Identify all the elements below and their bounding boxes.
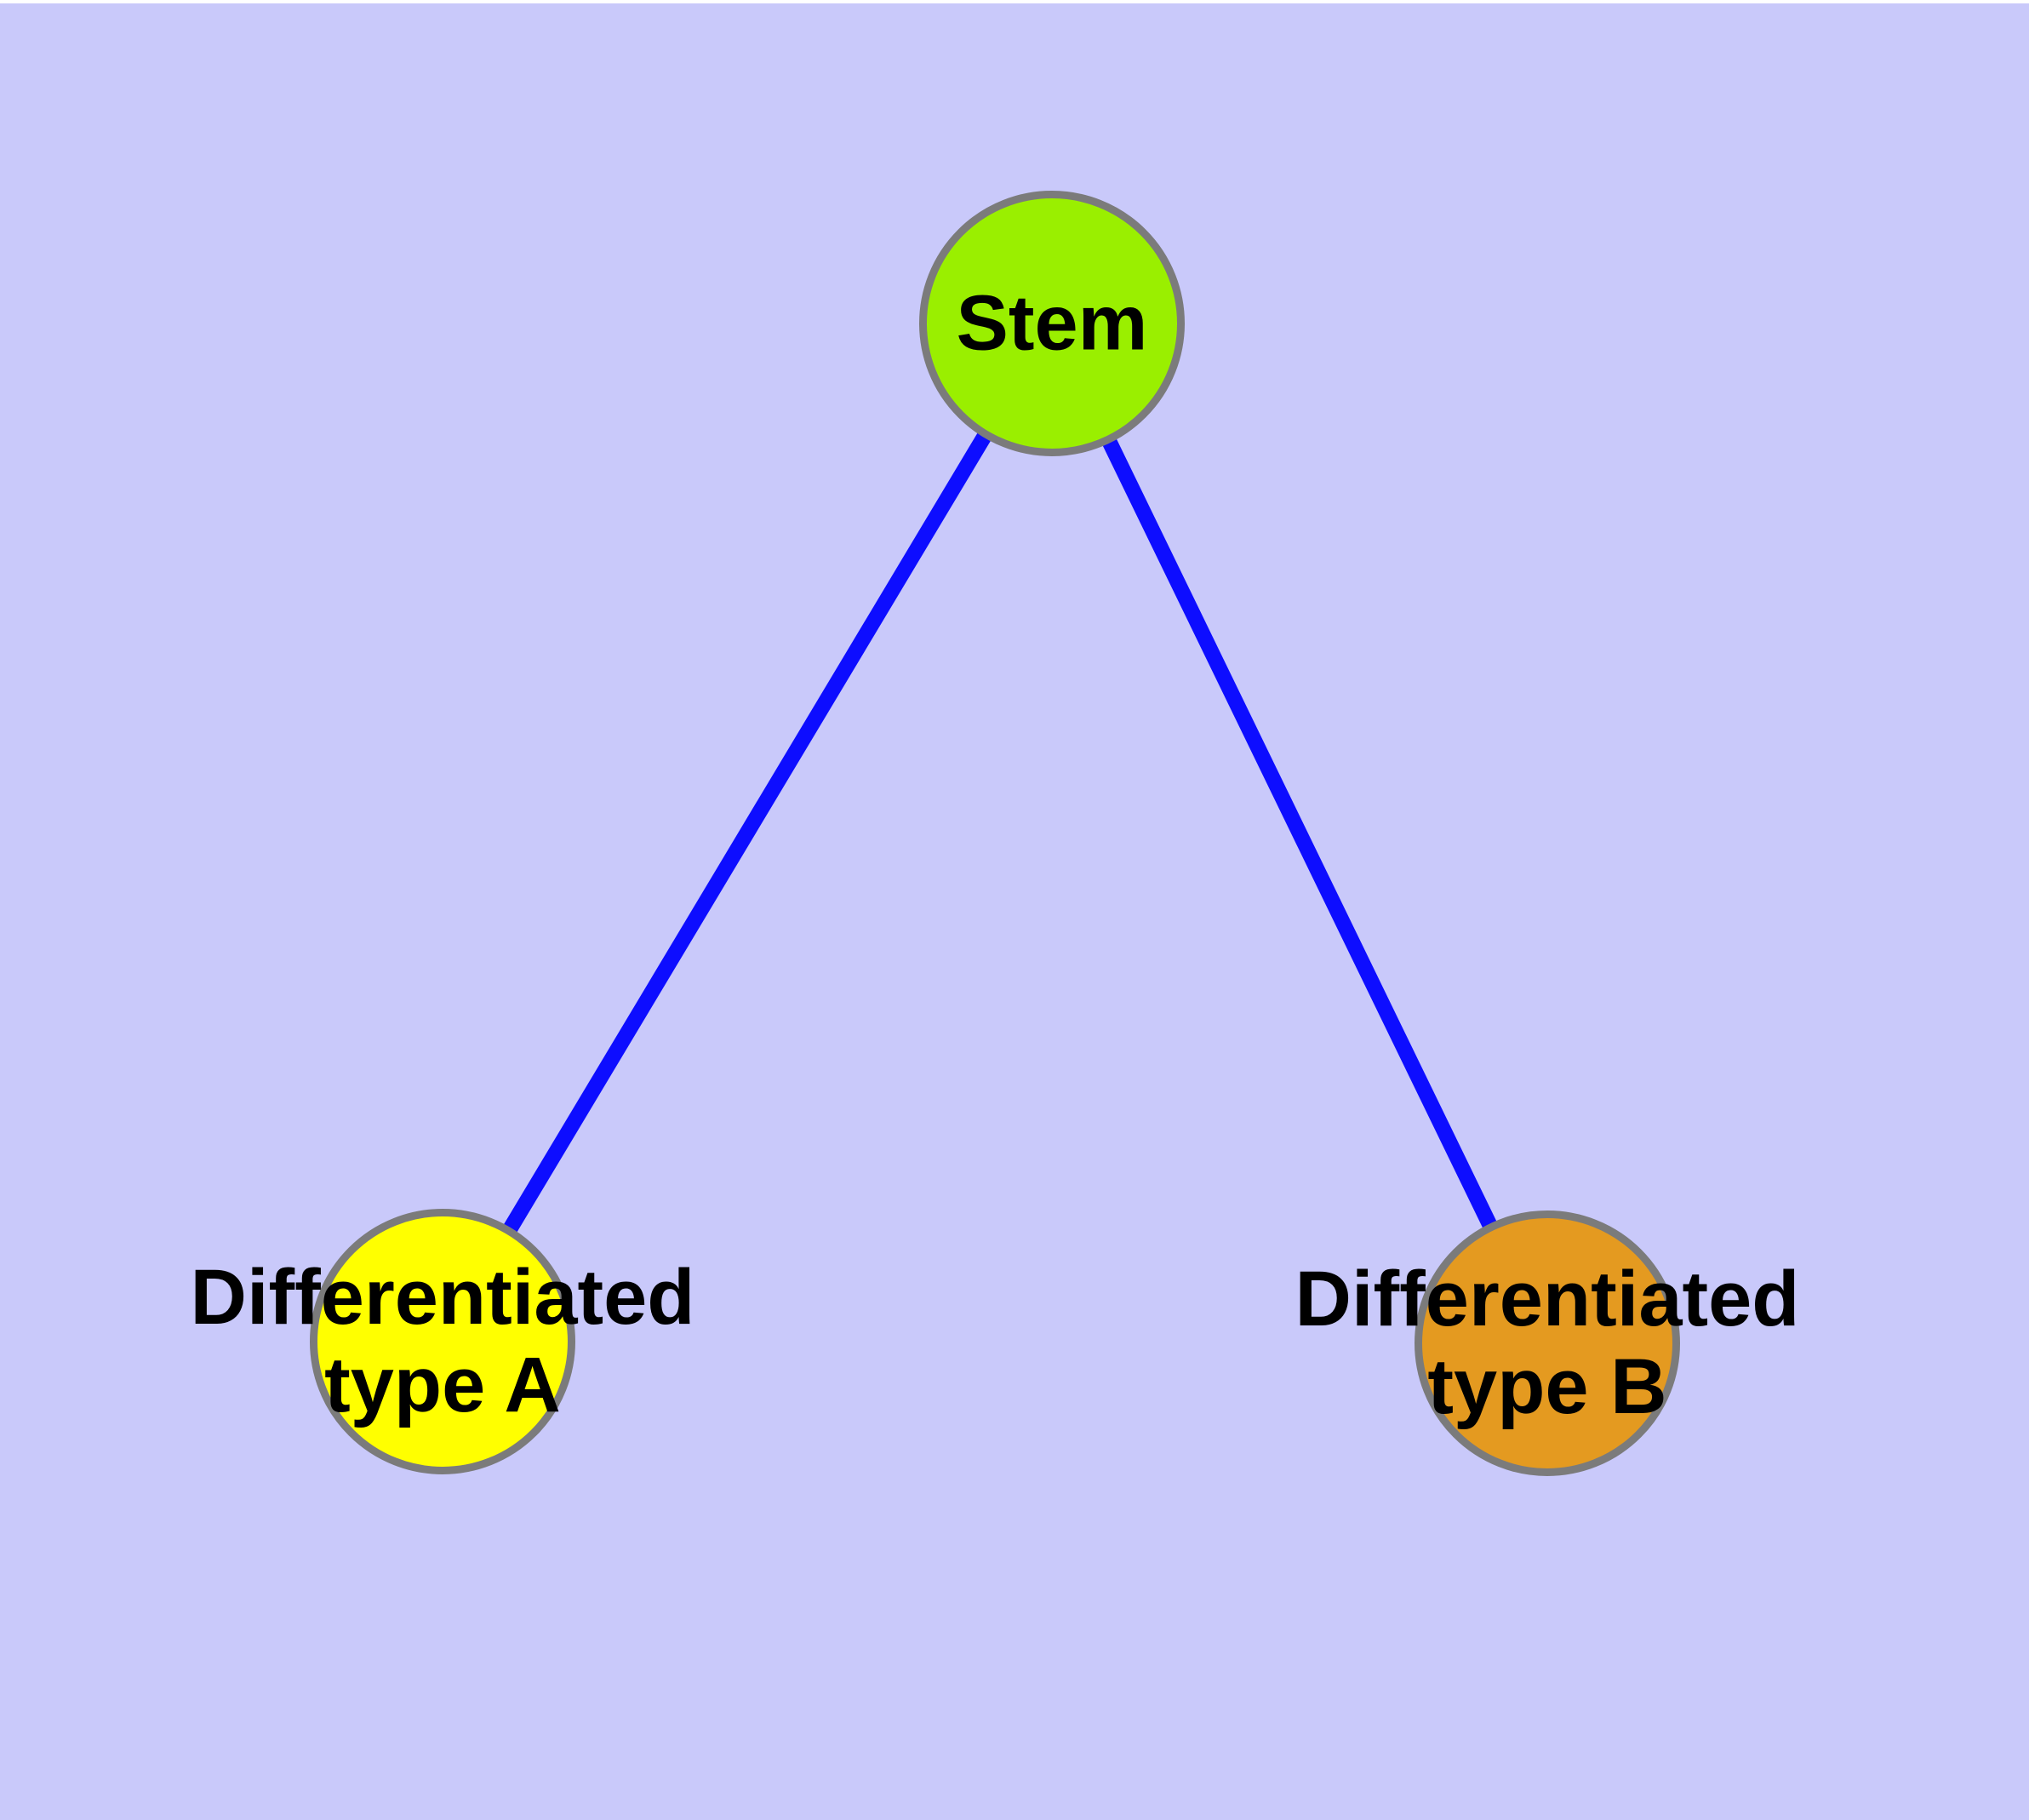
edge-stem-to-type-a [436, 319, 1059, 1346]
node-differentiated-type-a: Differentiated type A [191, 1209, 694, 1474]
node-stem-label: Stem [956, 279, 1148, 367]
window-top-strip [0, 0, 2029, 3]
node-stem: Stem [919, 191, 1185, 456]
edge-stem-to-type-b [1044, 320, 1555, 1347]
node-differentiated-type-b: Differentiated type B [1295, 1210, 1799, 1476]
